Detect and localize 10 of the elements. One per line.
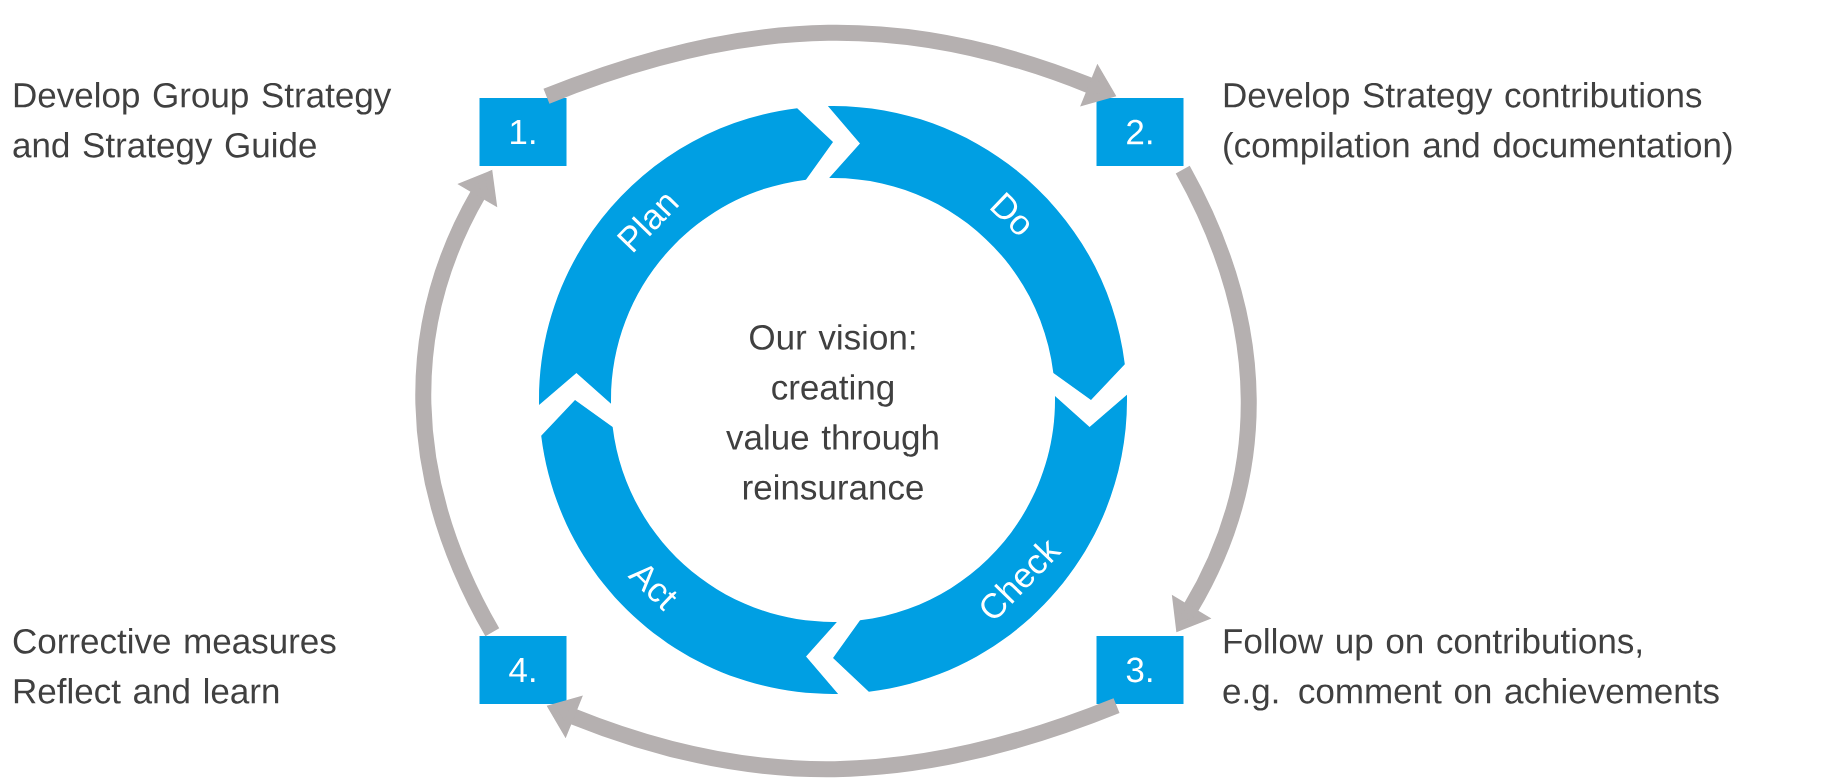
step-number-box: 3. (1096, 636, 1184, 704)
step-description: Reflect and learn (14, 678, 279, 704)
step-description: Follow up on contributions, (1224, 628, 1641, 661)
step-description: Develop Group Strategy and Strategy Guide (13, 82, 392, 165)
step-number-box: 4. (479, 636, 567, 704)
step-description: Develop Strategy contributions (compilation and documentation) (1224, 82, 1732, 165)
step-number-box: 2. (1096, 98, 1184, 166)
step-description: e.g. comment on achievements (1223, 678, 1719, 711)
step-description: Corrective measures (13, 628, 336, 654)
step-number-box: 1. (479, 98, 567, 166)
